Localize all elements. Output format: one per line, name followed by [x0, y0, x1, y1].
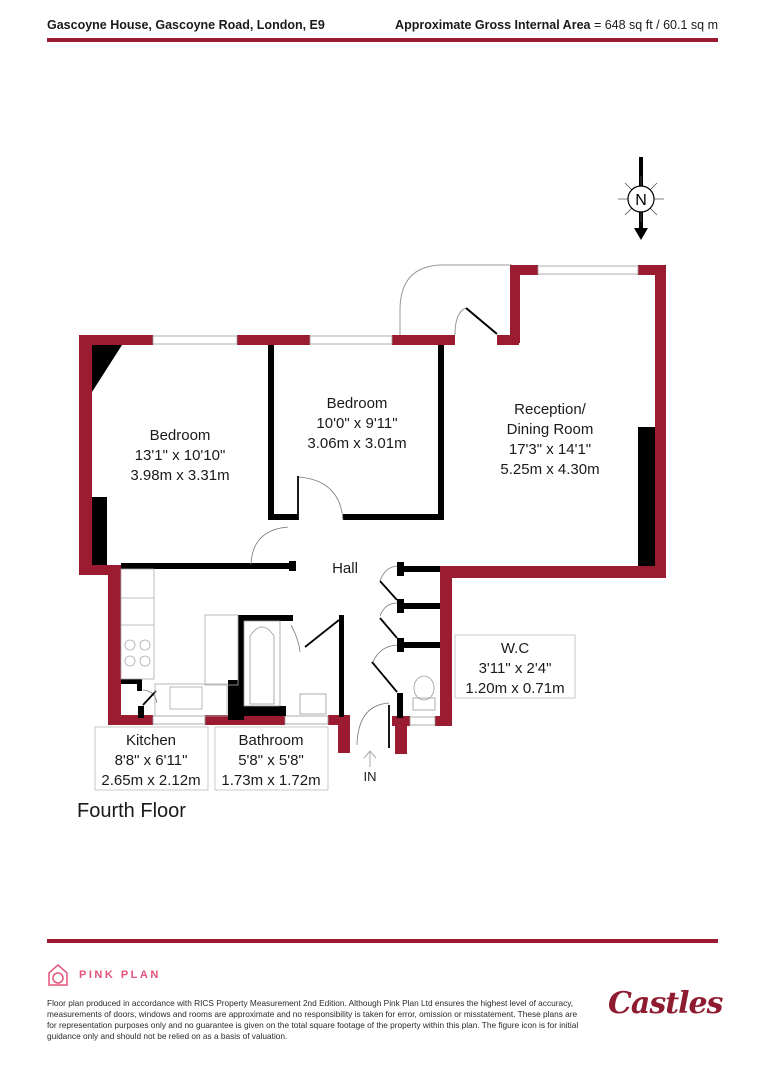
balcony-door: [465, 307, 498, 335]
pink-plan-house-icon: [48, 963, 68, 986]
balcony-outline: [399, 264, 512, 336]
toilet-icon: [412, 675, 436, 711]
floor-plan: N: [79, 157, 666, 791]
room-labels: Bedroom 13'1" x 10'10" 3.98m x 3.31m Bed…: [101, 395, 599, 789]
bedroom2-name: Bedroom: [327, 395, 388, 412]
bathroom-name: Bathroom: [238, 732, 303, 749]
door-swings: [142, 476, 398, 746]
kitchen-name: Kitchen: [126, 732, 176, 749]
pink-plan-logo: PINK PLAN: [47, 962, 161, 988]
wc-name: W.C: [501, 640, 529, 657]
bath-icon: [243, 620, 281, 707]
bedroom2-imperial: 10'0" x 9'11": [316, 415, 397, 432]
entrance-label: IN: [364, 769, 377, 784]
entrance-arrow-icon: [363, 750, 377, 767]
bedroom1-imperial: 13'1" x 10'10": [135, 447, 226, 464]
windows: [152, 265, 639, 726]
area-label: Approximate Gross Internal Area: [395, 18, 591, 32]
bedroom1-name: Bedroom: [150, 427, 211, 444]
basin-icon: [299, 693, 327, 715]
kitchen-imperial: 8'8" x 6'11": [115, 752, 188, 769]
exterior-walls: [79, 265, 666, 754]
wc-metric: 1.20m x 0.71m: [465, 680, 564, 697]
reception-imperial: 17'3" x 14'1": [509, 441, 591, 458]
svg-text:N: N: [635, 192, 647, 209]
property-address: Gascoyne House, Gascoyne Road, London, E…: [47, 18, 325, 32]
disclaimer: Floor plan produced in accordance with R…: [47, 998, 579, 1041]
gross-internal-area: Approximate Gross Internal Area = 648 sq…: [395, 18, 718, 32]
bedroom2-metric: 3.06m x 3.01m: [307, 435, 406, 452]
bathroom-imperial: 5'8" x 5'8": [238, 752, 304, 769]
castles-logo: Castles: [608, 986, 723, 1021]
door-leaves: [142, 476, 398, 748]
interior-walls: [92, 345, 655, 720]
pink-plan-text: PINK PLAN: [79, 969, 161, 981]
hall-name: Hall: [332, 560, 358, 577]
bedroom1-metric: 3.98m x 3.31m: [130, 467, 229, 484]
footer-divider: [47, 939, 718, 943]
wc-imperial: 3'11" x 2'4": [479, 660, 552, 677]
reception-name-1: Reception/: [514, 401, 587, 418]
plan-header: Gascoyne House, Gascoyne Road, London, E…: [47, 14, 718, 44]
header-divider: [47, 38, 718, 42]
north-arrow-icon: N: [618, 157, 664, 240]
kitchen-metric: 2.65m x 2.12m: [101, 772, 200, 789]
reception-name-2: Dining Room: [507, 421, 594, 438]
floor-name: Fourth Floor: [77, 800, 186, 822]
bathroom-metric: 1.73m x 1.72m: [221, 772, 320, 789]
label-boxes: [94, 634, 576, 791]
reception-metric: 5.25m x 4.30m: [500, 461, 599, 478]
kitchen-fittings: [120, 568, 239, 717]
area-value: = 648 sq ft / 60.1 sq m: [590, 18, 718, 32]
